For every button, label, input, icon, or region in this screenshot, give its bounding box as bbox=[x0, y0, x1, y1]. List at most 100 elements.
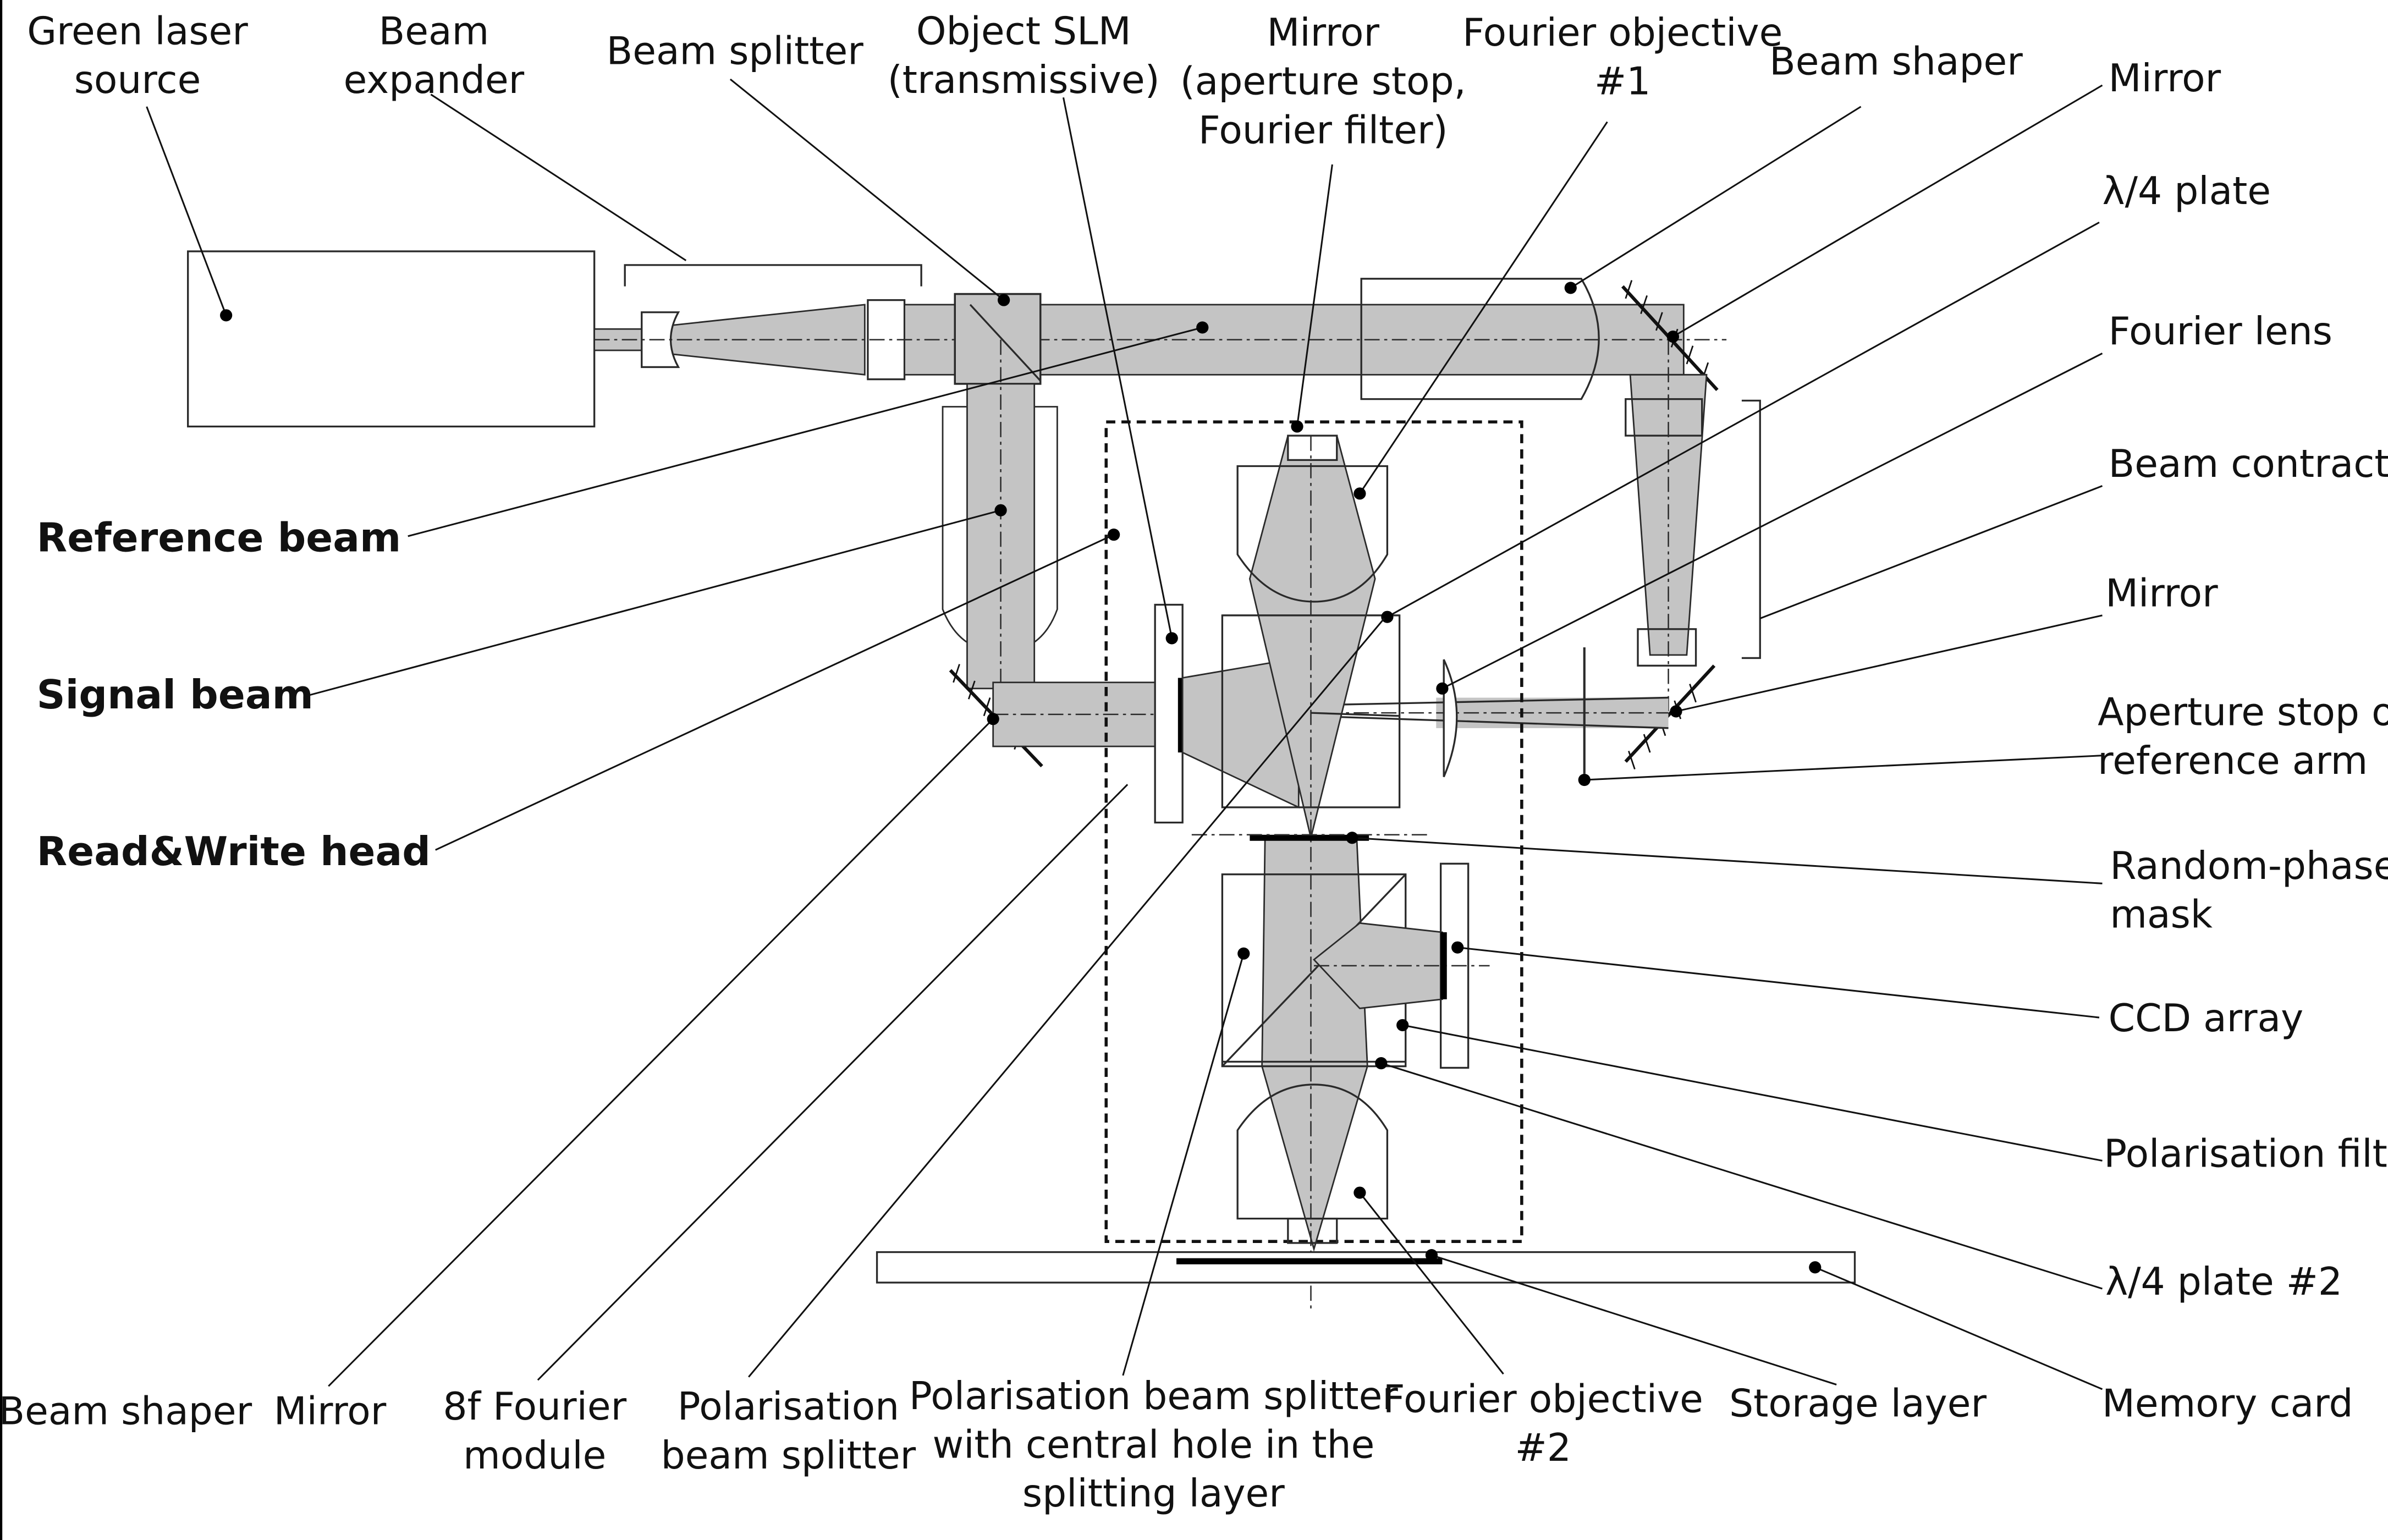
label-line: CCD array bbox=[2109, 997, 2304, 1041]
leader-dot bbox=[1564, 282, 1577, 294]
memory-card bbox=[876, 1251, 1856, 1284]
label-line: beam splitter bbox=[661, 1434, 916, 1478]
label-line: Fourier objective bbox=[1462, 11, 1782, 55]
label-line: (transmissive) bbox=[888, 58, 1160, 102]
label-line: Fourier filter) bbox=[1198, 108, 1448, 152]
leader-line bbox=[1359, 1192, 1504, 1375]
leader-line bbox=[430, 94, 687, 261]
green-laser-source bbox=[187, 250, 596, 428]
labels: Green laser source Beam expander Beam splitt… bbox=[0, 9, 2388, 1516]
label-line: with central hole in the bbox=[932, 1423, 1374, 1467]
label-line: Mirror bbox=[2109, 57, 2221, 101]
label-line: #2 bbox=[1515, 1426, 1571, 1470]
label-line: Object SLM bbox=[916, 9, 1131, 53]
label-line: Mirror bbox=[1267, 11, 1379, 55]
label-line: source bbox=[74, 58, 201, 102]
label-fourier-lens: Fourier lens bbox=[2109, 310, 2332, 354]
beam-splitter bbox=[954, 293, 1042, 385]
leader-line bbox=[1122, 953, 1245, 1376]
label-beam-expander: Beam expander bbox=[344, 9, 525, 102]
label-line: mask bbox=[2110, 893, 2213, 937]
leader-line bbox=[305, 509, 1001, 697]
label-line: Aperture stop of bbox=[2098, 690, 2388, 734]
fourier-objective-2 bbox=[1236, 1084, 1389, 1244]
label-ccd-array: CCD array bbox=[2109, 997, 2304, 1041]
label-line: Green laser bbox=[27, 9, 248, 53]
label-line: Read&Write head bbox=[37, 829, 431, 875]
leader-dot bbox=[1375, 1057, 1388, 1070]
label-beam-shaper-top: Beam shaper bbox=[1769, 40, 2023, 84]
leader-line bbox=[1676, 614, 2103, 712]
leader-dot bbox=[1165, 632, 1178, 645]
label-polarisation-filter: Polarisation filter bbox=[2104, 1132, 2388, 1176]
fourier-lens bbox=[1443, 659, 1458, 778]
central-beam bbox=[1248, 435, 1376, 1252]
leader-dot bbox=[994, 504, 1007, 516]
beam-shaper-top bbox=[1360, 278, 1600, 400]
label-memory-card: Memory card bbox=[2102, 1382, 2353, 1426]
label-line: Beam splitter bbox=[607, 29, 864, 73]
label-line: Fourier lens bbox=[2109, 310, 2332, 354]
label-eight-f-fourier-module: 8f Fourier module bbox=[443, 1385, 626, 1478]
leader-line bbox=[1570, 106, 1862, 289]
label-line: Memory card bbox=[2102, 1382, 2353, 1426]
label-mirror-aperture-stop: Mirror(aperture stop,Fourier filter) bbox=[1180, 11, 1466, 152]
leader-line bbox=[1584, 755, 2103, 781]
label-line: Mirror bbox=[274, 1390, 387, 1434]
leader-line bbox=[1062, 97, 1173, 639]
ccd-array bbox=[1439, 862, 1470, 1069]
beam-expander bbox=[593, 264, 922, 381]
leader-dot bbox=[1578, 773, 1591, 787]
leader-line bbox=[1296, 164, 1333, 427]
leader-line bbox=[1672, 84, 2103, 338]
label-line: expander bbox=[344, 58, 525, 102]
label-fourier-objective-2: Fourier objective#2 bbox=[1383, 1377, 1703, 1470]
leader-dot bbox=[1451, 941, 1464, 954]
label-line: Polarisation filter bbox=[2104, 1132, 2388, 1176]
label-line: 8f Fourier bbox=[443, 1385, 626, 1429]
label-fourier-objective-1: Fourier objective #1 bbox=[1462, 11, 1782, 104]
label-storage-layer: Storage layer bbox=[1729, 1382, 1987, 1426]
leader-line bbox=[1380, 1062, 2103, 1290]
label-quarter-wave-plate-2: λ/4 plate #2 bbox=[2105, 1260, 2342, 1304]
random-phase-mask bbox=[1191, 834, 1429, 841]
leader-line bbox=[1431, 1254, 1837, 1385]
label-mirror-top-right: Mirror bbox=[2109, 57, 2221, 101]
label-line: splitting layer bbox=[1022, 1472, 1285, 1516]
leader-lines bbox=[146, 78, 2103, 1390]
label-line: Storage layer bbox=[1729, 1382, 1987, 1426]
label-line: module bbox=[463, 1434, 606, 1478]
label-line: Mirror bbox=[2105, 571, 2218, 615]
leader-dot bbox=[1237, 947, 1250, 960]
label-reference-beam: Reference beam bbox=[37, 515, 401, 562]
leader-dot bbox=[1809, 1261, 1822, 1274]
leader-line bbox=[1457, 947, 2100, 1019]
leader-dot bbox=[1436, 682, 1449, 695]
fourier-objective-1 bbox=[1236, 435, 1389, 603]
label-line: Beam contractor bbox=[2109, 442, 2388, 486]
leader-dot bbox=[1381, 610, 1394, 623]
leader-dot bbox=[1291, 420, 1303, 433]
label-beam-splitter: Beam splitter bbox=[607, 29, 864, 73]
leader-dot bbox=[1353, 487, 1366, 500]
label-polarisation-beam-splitter: Polarisation beam splitter bbox=[661, 1385, 916, 1478]
label-line: λ/4 plate bbox=[2103, 169, 2271, 213]
leader-dot bbox=[987, 713, 999, 725]
leader-dot bbox=[998, 294, 1010, 306]
label-line: Beam bbox=[379, 9, 489, 53]
leader-dot bbox=[1425, 1249, 1438, 1262]
label-line: Reference beam bbox=[37, 515, 401, 562]
leader-line bbox=[146, 106, 227, 316]
leader-line bbox=[537, 784, 1129, 1381]
label-line: #1 bbox=[1594, 60, 1650, 104]
leader-dot bbox=[1396, 1019, 1409, 1031]
label-line: Polarisation bbox=[678, 1385, 899, 1429]
label-mirror-right: Mirror bbox=[2105, 571, 2218, 615]
leader-line bbox=[1402, 1024, 2103, 1162]
leader-line bbox=[1759, 485, 2103, 619]
leader-dot bbox=[1666, 330, 1680, 343]
label-line: Beam shaper bbox=[0, 1390, 252, 1434]
